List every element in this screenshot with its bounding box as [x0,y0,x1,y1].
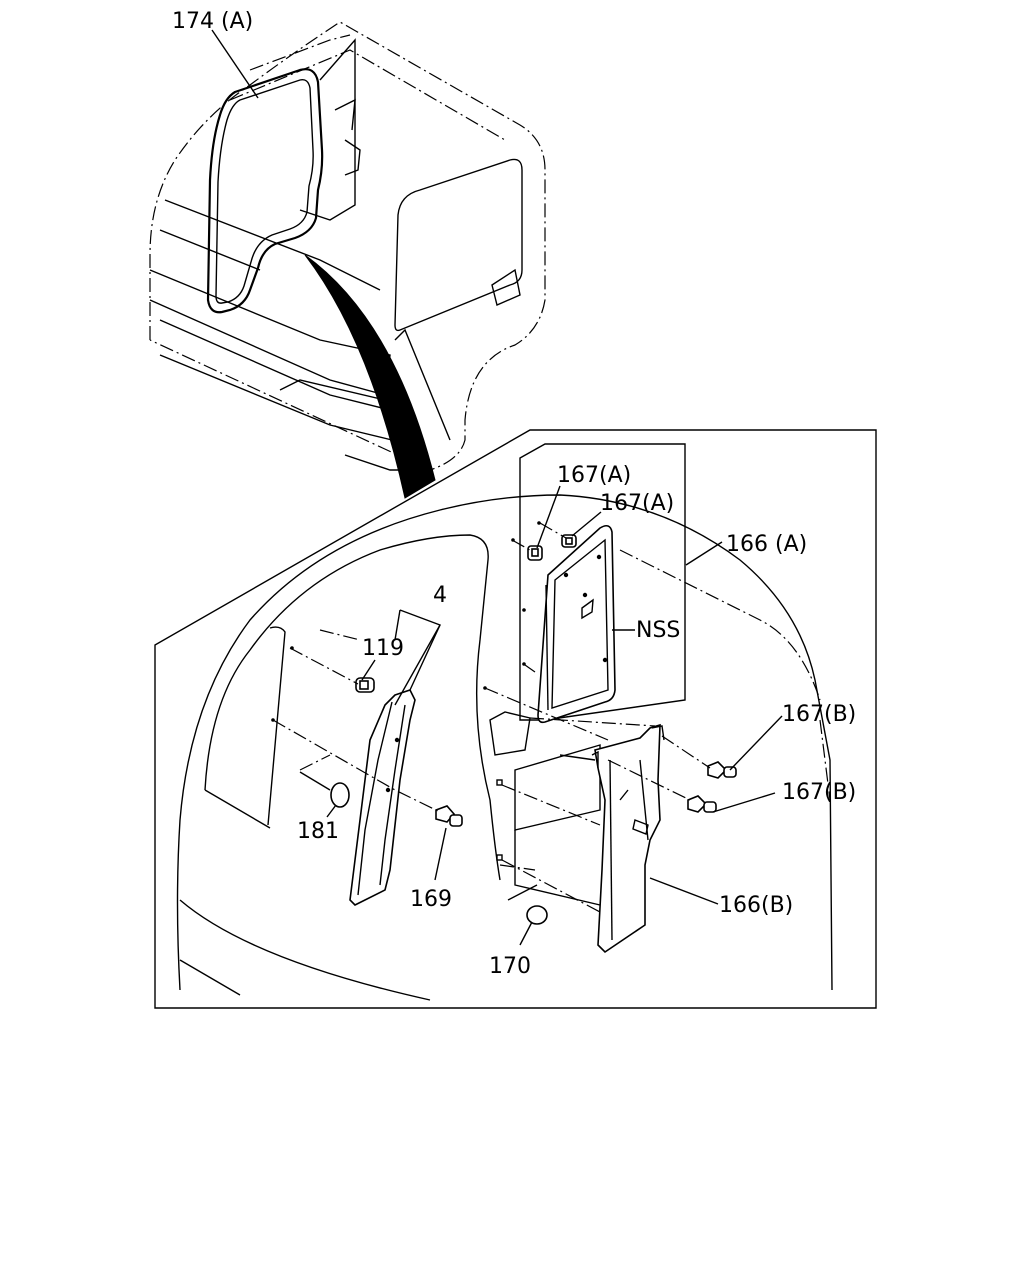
label-nss: NSS [636,618,680,643]
lower-trim-panel [483,686,783,954]
clip-167b-lower [687,795,717,813]
label-167a-upper: 167(A) [557,463,631,488]
label-174a: 174 (A) [172,9,253,34]
clip-167b-upper [707,761,737,779]
label-167b-lower: 167(B) [782,780,856,805]
clip-169 [435,805,463,827]
label-166b: 166(B) [719,893,793,918]
pillar-trim [271,609,463,906]
callout-labels: 174 (A) 167(A) 167(A) 166 (A) 4 119 NSS … [172,9,856,979]
cab-overview [149,21,546,499]
clip-167a-lower [527,545,543,561]
label-181: 181 [297,819,339,844]
interior-outline [176,494,833,1001]
detail-frame [154,429,877,1009]
cap-170 [496,779,601,946]
label-169: 169 [410,887,452,912]
label-167b-upper: 167(B) [782,702,856,727]
label-166a: 166 (A) [726,532,807,557]
grommet-119 [355,677,375,693]
label-4: 4 [433,583,447,608]
label-119: 119 [362,636,404,661]
label-170: 170 [489,954,531,979]
label-167a-lower: 167(A) [600,491,674,516]
cap-181 [330,782,350,808]
upper-trim-panel [511,443,821,724]
